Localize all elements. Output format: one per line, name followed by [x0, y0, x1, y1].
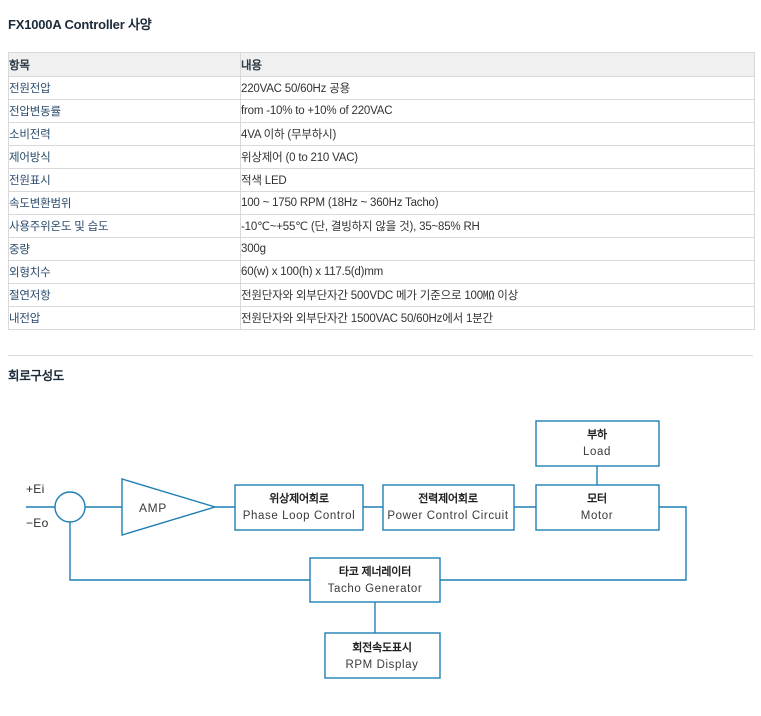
- table-cell-value: 적색 LED: [240, 168, 755, 192]
- table-cell-value: 220VAC 50/60Hz 공용: [240, 76, 755, 100]
- block-label-rpm-display-en: RPM Display: [345, 659, 418, 671]
- table-cell-item: 외형치수: [8, 260, 241, 284]
- table-header-row: 항목 내용: [8, 52, 755, 77]
- block-label-phase-loop-control-en: Phase Loop Control: [243, 510, 355, 522]
- column-header-value: 내용: [240, 52, 755, 77]
- table-cell-value: 위상제어 (0 to 210 VAC): [240, 145, 755, 169]
- amp-triangle: [121, 478, 218, 536]
- table-cell-value: -10℃~+55℃ (단, 결빙하지 않을 것), 35~85% RH: [240, 214, 755, 238]
- table-cell-item: 속도변환범위: [8, 191, 241, 215]
- amp-label: AMP: [139, 501, 167, 515]
- block-phase-loop-control: [234, 484, 364, 531]
- table-cell-value: 전원단자와 외부단자간 1500VAC 50/60Hz에서 1분간: [240, 306, 755, 330]
- input-label-negative: −Eo: [26, 516, 49, 530]
- block-power-control-circuit: [382, 484, 515, 531]
- page-title: FX1000A Controller 사양: [8, 17, 152, 32]
- table-cell-value: 300g: [240, 237, 755, 261]
- block-rpm-display: [324, 632, 441, 679]
- block-label-rpm-display-ko: 회전속도표시: [352, 640, 412, 654]
- wire-tacho-feedback: [69, 522, 310, 581]
- block-tacho-generator: [309, 557, 441, 603]
- table-cell-item: 전압변동률: [8, 99, 241, 123]
- block-label-load-ko: 부하: [587, 427, 608, 441]
- block-label-tacho-generator-ko: 타코 제너레이터: [339, 564, 411, 578]
- table-cell-item: 전원전압: [8, 76, 241, 100]
- table-cell-item: 사용주위온도 및 습도: [8, 214, 241, 238]
- table-cell-item: 내전압: [8, 306, 241, 330]
- table-cell-item: 소비전력: [8, 122, 241, 146]
- block-motor: [535, 484, 660, 531]
- block-label-load-en: Load: [583, 446, 611, 458]
- table-row: 사용주위온도 및 습도-10℃~+55℃ (단, 결빙하지 않을 것), 35~…: [8, 214, 755, 238]
- table-cell-item: 전원표시: [8, 168, 241, 192]
- block-label-power-control-circuit-ko: 전력제어회로: [418, 491, 478, 505]
- block-label-tacho-generator-en: Tacho Generator: [328, 583, 423, 595]
- section-divider: [8, 355, 753, 356]
- input-label-positive: +Ei: [26, 482, 45, 496]
- table-cell-value: 4VA 이하 (무부하시): [240, 122, 755, 146]
- table-cell-item: 제어방식: [8, 145, 241, 169]
- table-cell-value: from -10% to +10% of 220VAC: [240, 99, 755, 123]
- column-header-item: 항목: [8, 52, 241, 77]
- circuit-diagram: +Ei −Eo AMP 위상제어회로 Phase Loop Control 전력…: [0, 395, 761, 705]
- block-label-phase-loop-control-ko: 위상제어회로: [269, 491, 329, 505]
- diagram-title: 회로구성도: [8, 369, 65, 383]
- table-cell-value: 100 ~ 1750 RPM (18Hz ~ 360Hz Tacho): [240, 191, 755, 215]
- table-cell-item: 중량: [8, 237, 241, 261]
- summing-junction: [54, 491, 86, 523]
- table-cell-value: 60(w) x 100(h) x 117.5(d)mm: [240, 260, 755, 284]
- block-load: [535, 420, 660, 467]
- block-label-motor-ko: 모터: [587, 491, 607, 505]
- block-label-motor-en: Motor: [581, 510, 613, 522]
- table-cell-value: 전원단자와 외부단자간 500VDC 메가 기준으로 100㏁ 이상: [240, 283, 755, 307]
- block-label-power-control-circuit-en: Power Control Circuit: [387, 510, 508, 522]
- table-cell-item: 절연저항: [8, 283, 241, 307]
- wire-motor-to-tacho: [440, 506, 687, 581]
